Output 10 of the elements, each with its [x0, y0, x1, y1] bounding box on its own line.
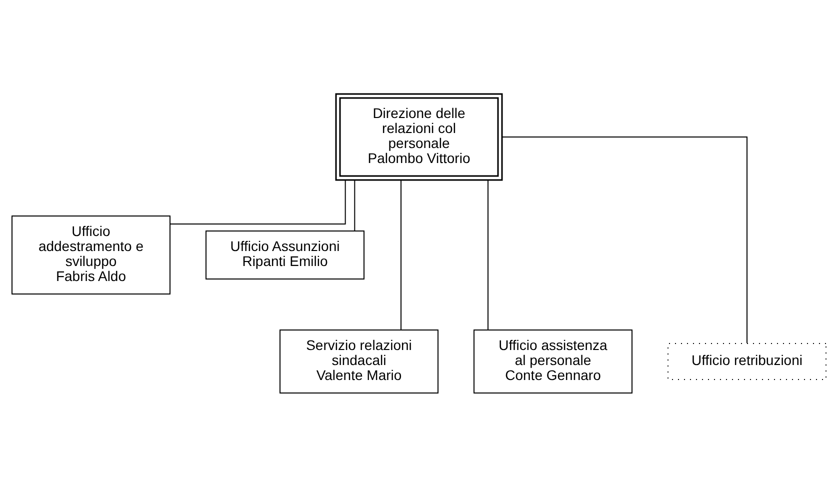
node-box: Ufficio retribuzioni	[668, 343, 826, 380]
connector	[400, 180, 402, 330]
node-box: Direzione delle relazioni col personale Palombo Vittorio	[335, 93, 503, 181]
node-box: Ufficio Assunzioni Ripanti Emilio	[206, 230, 364, 280]
connector	[502, 136, 748, 344]
node-box: Ufficio assistenza al personale Conte Gennaro	[474, 330, 632, 394]
node-box: Servizio relazioni sindacali Valente Mario	[280, 330, 438, 394]
node-box: Ufficio addestramento e sviluppo Fabris Aldo	[12, 216, 170, 294]
connector	[170, 180, 346, 224]
connector	[354, 180, 356, 232]
